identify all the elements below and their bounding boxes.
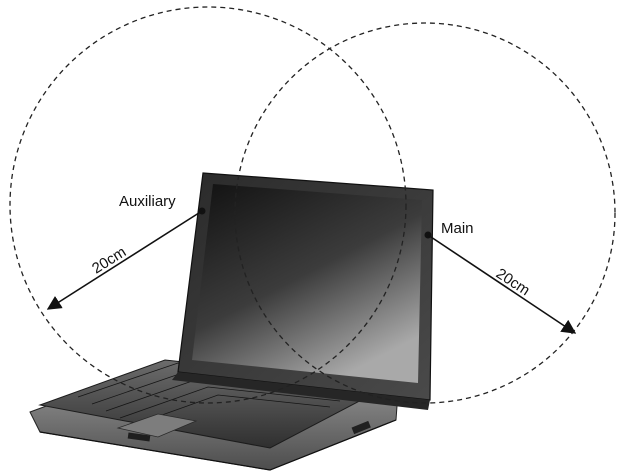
laptop-icon — [30, 173, 433, 470]
auxiliary-distance-label: 20cm — [89, 244, 129, 278]
laptop-screen — [192, 184, 422, 383]
main-distance-label: 20cm — [493, 265, 533, 299]
auxiliary-label: Auxiliary — [119, 193, 176, 210]
main-label: Main — [441, 220, 474, 237]
